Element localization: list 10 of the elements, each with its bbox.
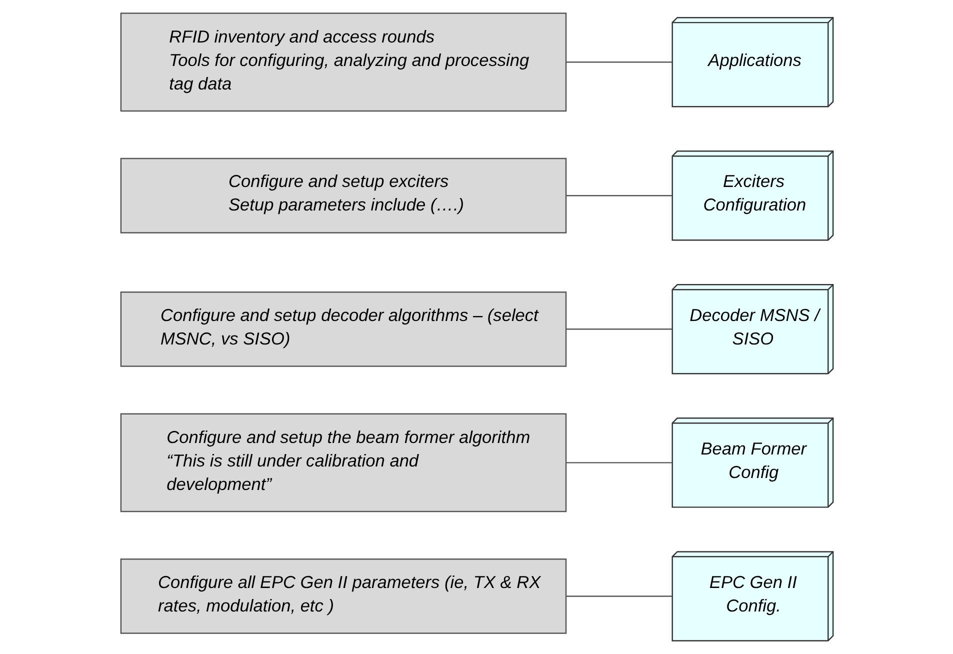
connector <box>566 462 672 464</box>
connector <box>566 195 672 196</box>
node-box: Configure and setup decoder algorithms – (select MSNC, vs SISO) <box>120 291 566 367</box>
node-box: RFID inventory and access rounds Tools for configuring, analyzing and processing tag data <box>120 12 566 112</box>
connector <box>566 328 672 330</box>
node-box: Configure and setup exciters Setup parameters include (….) <box>120 158 566 234</box>
connector <box>566 62 672 63</box>
node-box: Configure all EPC Gen II parameters (ie, TX & RX rates, modulation, etc ) <box>120 558 566 634</box>
connector <box>566 596 672 597</box>
node-box: Configure and setup the beam former algorithm “This is still under calibration and development” <box>120 413 566 512</box>
